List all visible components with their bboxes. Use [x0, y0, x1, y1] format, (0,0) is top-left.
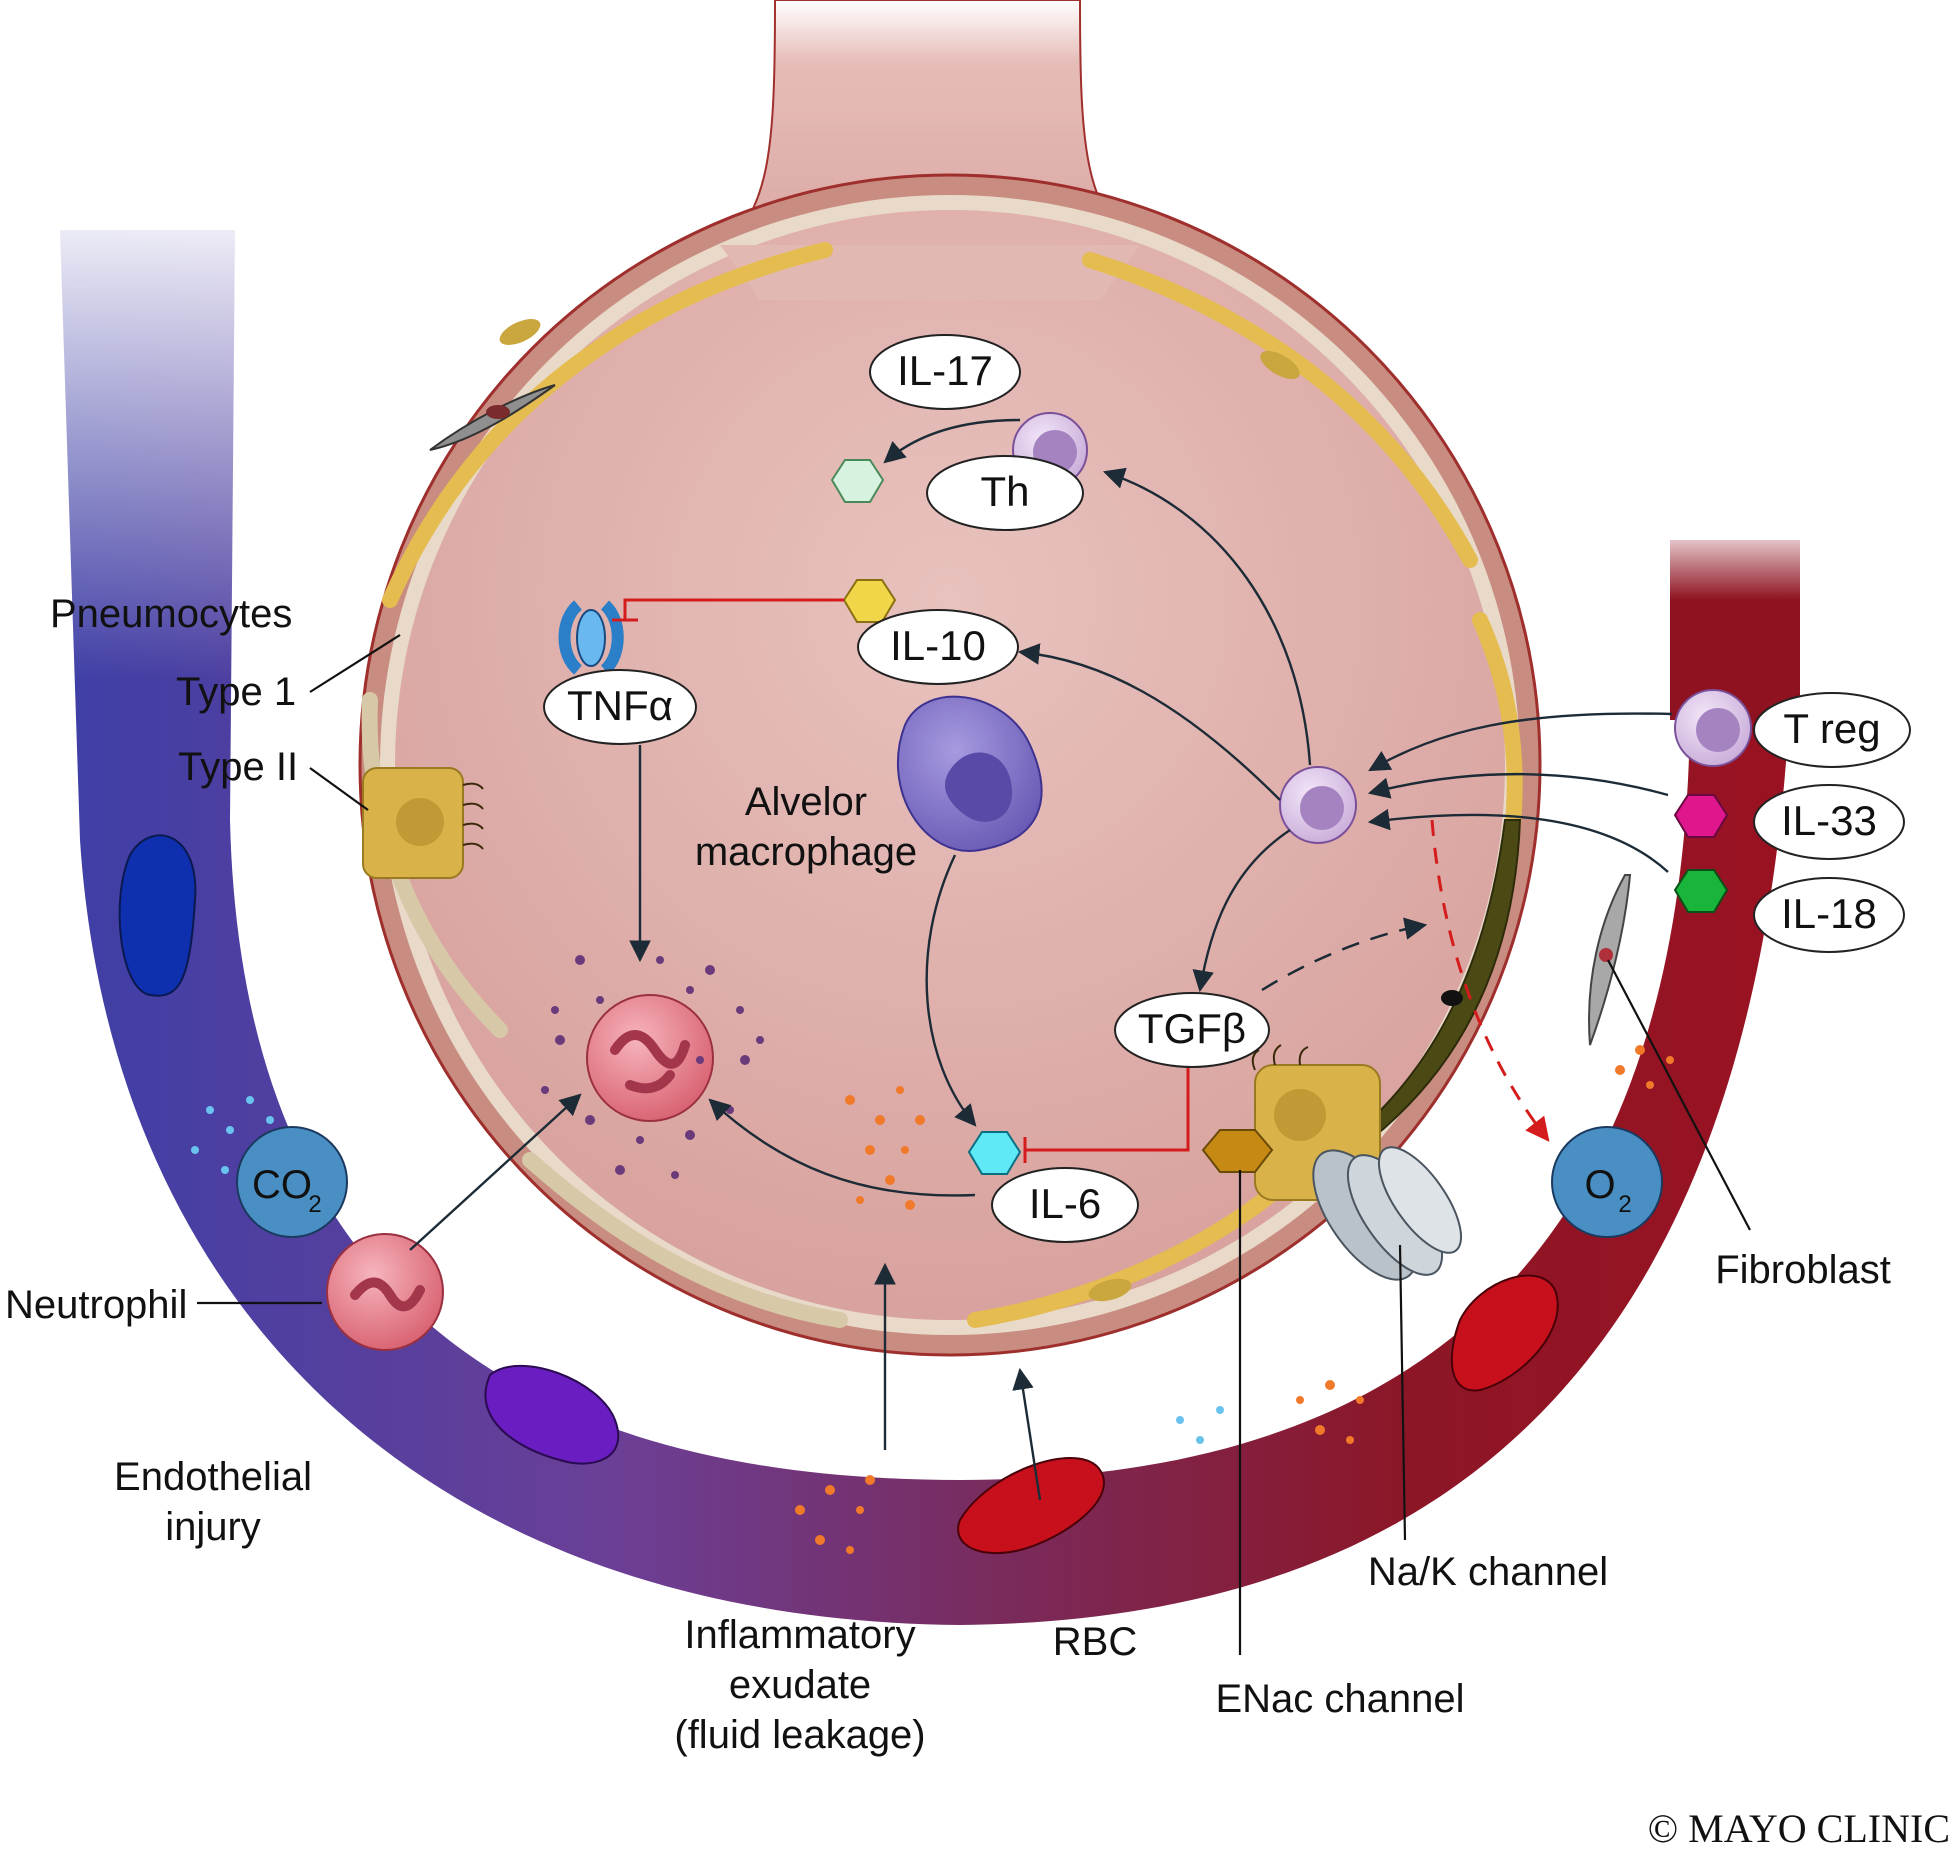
- nak-label: Na/K channel: [1368, 1550, 1608, 1594]
- svg-text:IL-18: IL-18: [1781, 890, 1877, 937]
- fibroblast-top-left-nucleus: [486, 405, 510, 419]
- svg-text:TNFα: TNFα: [567, 682, 673, 729]
- treg-cell: [1674, 689, 1752, 767]
- svg-text:2: 2: [308, 1191, 321, 1218]
- endothelial-label-2: injury: [165, 1505, 261, 1549]
- enac-channel-icon: [1201, 1129, 1274, 1173]
- inhibition-lines: [612, 598, 1190, 1163]
- endothelial-label-1: Endothelial: [114, 1455, 312, 1499]
- macrophage-icon: [896, 695, 1043, 852]
- rbc-icon: [118, 834, 1559, 1555]
- il33-pill: IL-33: [1753, 784, 1905, 860]
- tnfa-pill: TNFα: [543, 669, 697, 745]
- il17-hex: [830, 459, 885, 503]
- svg-text:T reg: T reg: [1783, 705, 1880, 752]
- il17-pill: IL-17: [869, 334, 1021, 410]
- tgfb-pill: TGFβ: [1114, 992, 1270, 1068]
- svg-text:IL-17: IL-17: [897, 347, 993, 394]
- svg-text:Th: Th: [980, 468, 1029, 515]
- svg-text:CO: CO: [252, 1163, 312, 1207]
- tgfb-dashed-arrow: [1261, 917, 1428, 992]
- o2-bubble: O 2: [1551, 1126, 1663, 1238]
- blood-vessel: [40, 180, 1840, 1625]
- il10-pill: IL-10: [857, 609, 1019, 685]
- th-pill: Th: [926, 455, 1084, 531]
- pneumocyte-type1-icon: [499, 319, 1300, 1302]
- svg-text:IL-10: IL-10: [890, 622, 986, 669]
- neutrophil-label: Neutrophil: [5, 1283, 187, 1327]
- il6-pill: IL-6: [991, 1167, 1139, 1243]
- neutrophil-icon: [586, 994, 714, 1122]
- rbc-label: RBC: [1053, 1620, 1137, 1664]
- il18-pill: IL-18: [1753, 877, 1905, 953]
- type1-label: Type 1: [176, 670, 296, 714]
- fibroblast-nucleus: [1441, 990, 1463, 1006]
- enac-label: ENac channel: [1215, 1677, 1464, 1721]
- exudate-dots: [795, 1045, 1674, 1554]
- flow-arrows: [409, 418, 1673, 1501]
- svg-text:IL-33: IL-33: [1781, 797, 1877, 844]
- pneumocyte-type2-icon: [362, 767, 484, 879]
- tnf-receptor-icon: [558, 600, 624, 675]
- alveolar-macrophage-label-2: macrophage: [695, 830, 917, 874]
- t-cell-icon: [1279, 766, 1357, 844]
- svg-text:IL-6: IL-6: [1029, 1180, 1101, 1227]
- fibroblast-label: Fibroblast: [1715, 1248, 1891, 1292]
- co2-dots: [191, 1096, 1224, 1444]
- type2-label: Type II: [178, 745, 298, 789]
- leader-lines: [197, 634, 1751, 1655]
- svg-text:2: 2: [1618, 1191, 1631, 1218]
- pneumocytes-label: Pneumocytes: [50, 592, 292, 636]
- fibroblast-nucleus-small: [1599, 948, 1613, 962]
- na-k-channel-icon: [1312, 1146, 1463, 1281]
- exudate-label-1: Inflammatory: [684, 1613, 915, 1657]
- il6-hex: [967, 1131, 1022, 1175]
- co2-bubble: CO 2: [236, 1126, 348, 1238]
- exudate-label-2: exudate: [729, 1663, 871, 1707]
- neutrophil-vessel: [326, 1233, 444, 1351]
- exudate-label-3: (fluid leakage): [674, 1713, 925, 1757]
- svg-text:O: O: [1584, 1163, 1615, 1207]
- treg-pill: T reg: [1753, 692, 1911, 768]
- copyright: © MAYO CLINIC: [1648, 1806, 1950, 1850]
- il33-hex: [1673, 794, 1729, 838]
- svg-text:TGFβ: TGFβ: [1138, 1005, 1246, 1052]
- o2-red-dashed: [1430, 819, 1550, 1142]
- alveolar-macrophage-label-1: Alvelor: [745, 780, 867, 824]
- il18-hex: [1673, 869, 1729, 913]
